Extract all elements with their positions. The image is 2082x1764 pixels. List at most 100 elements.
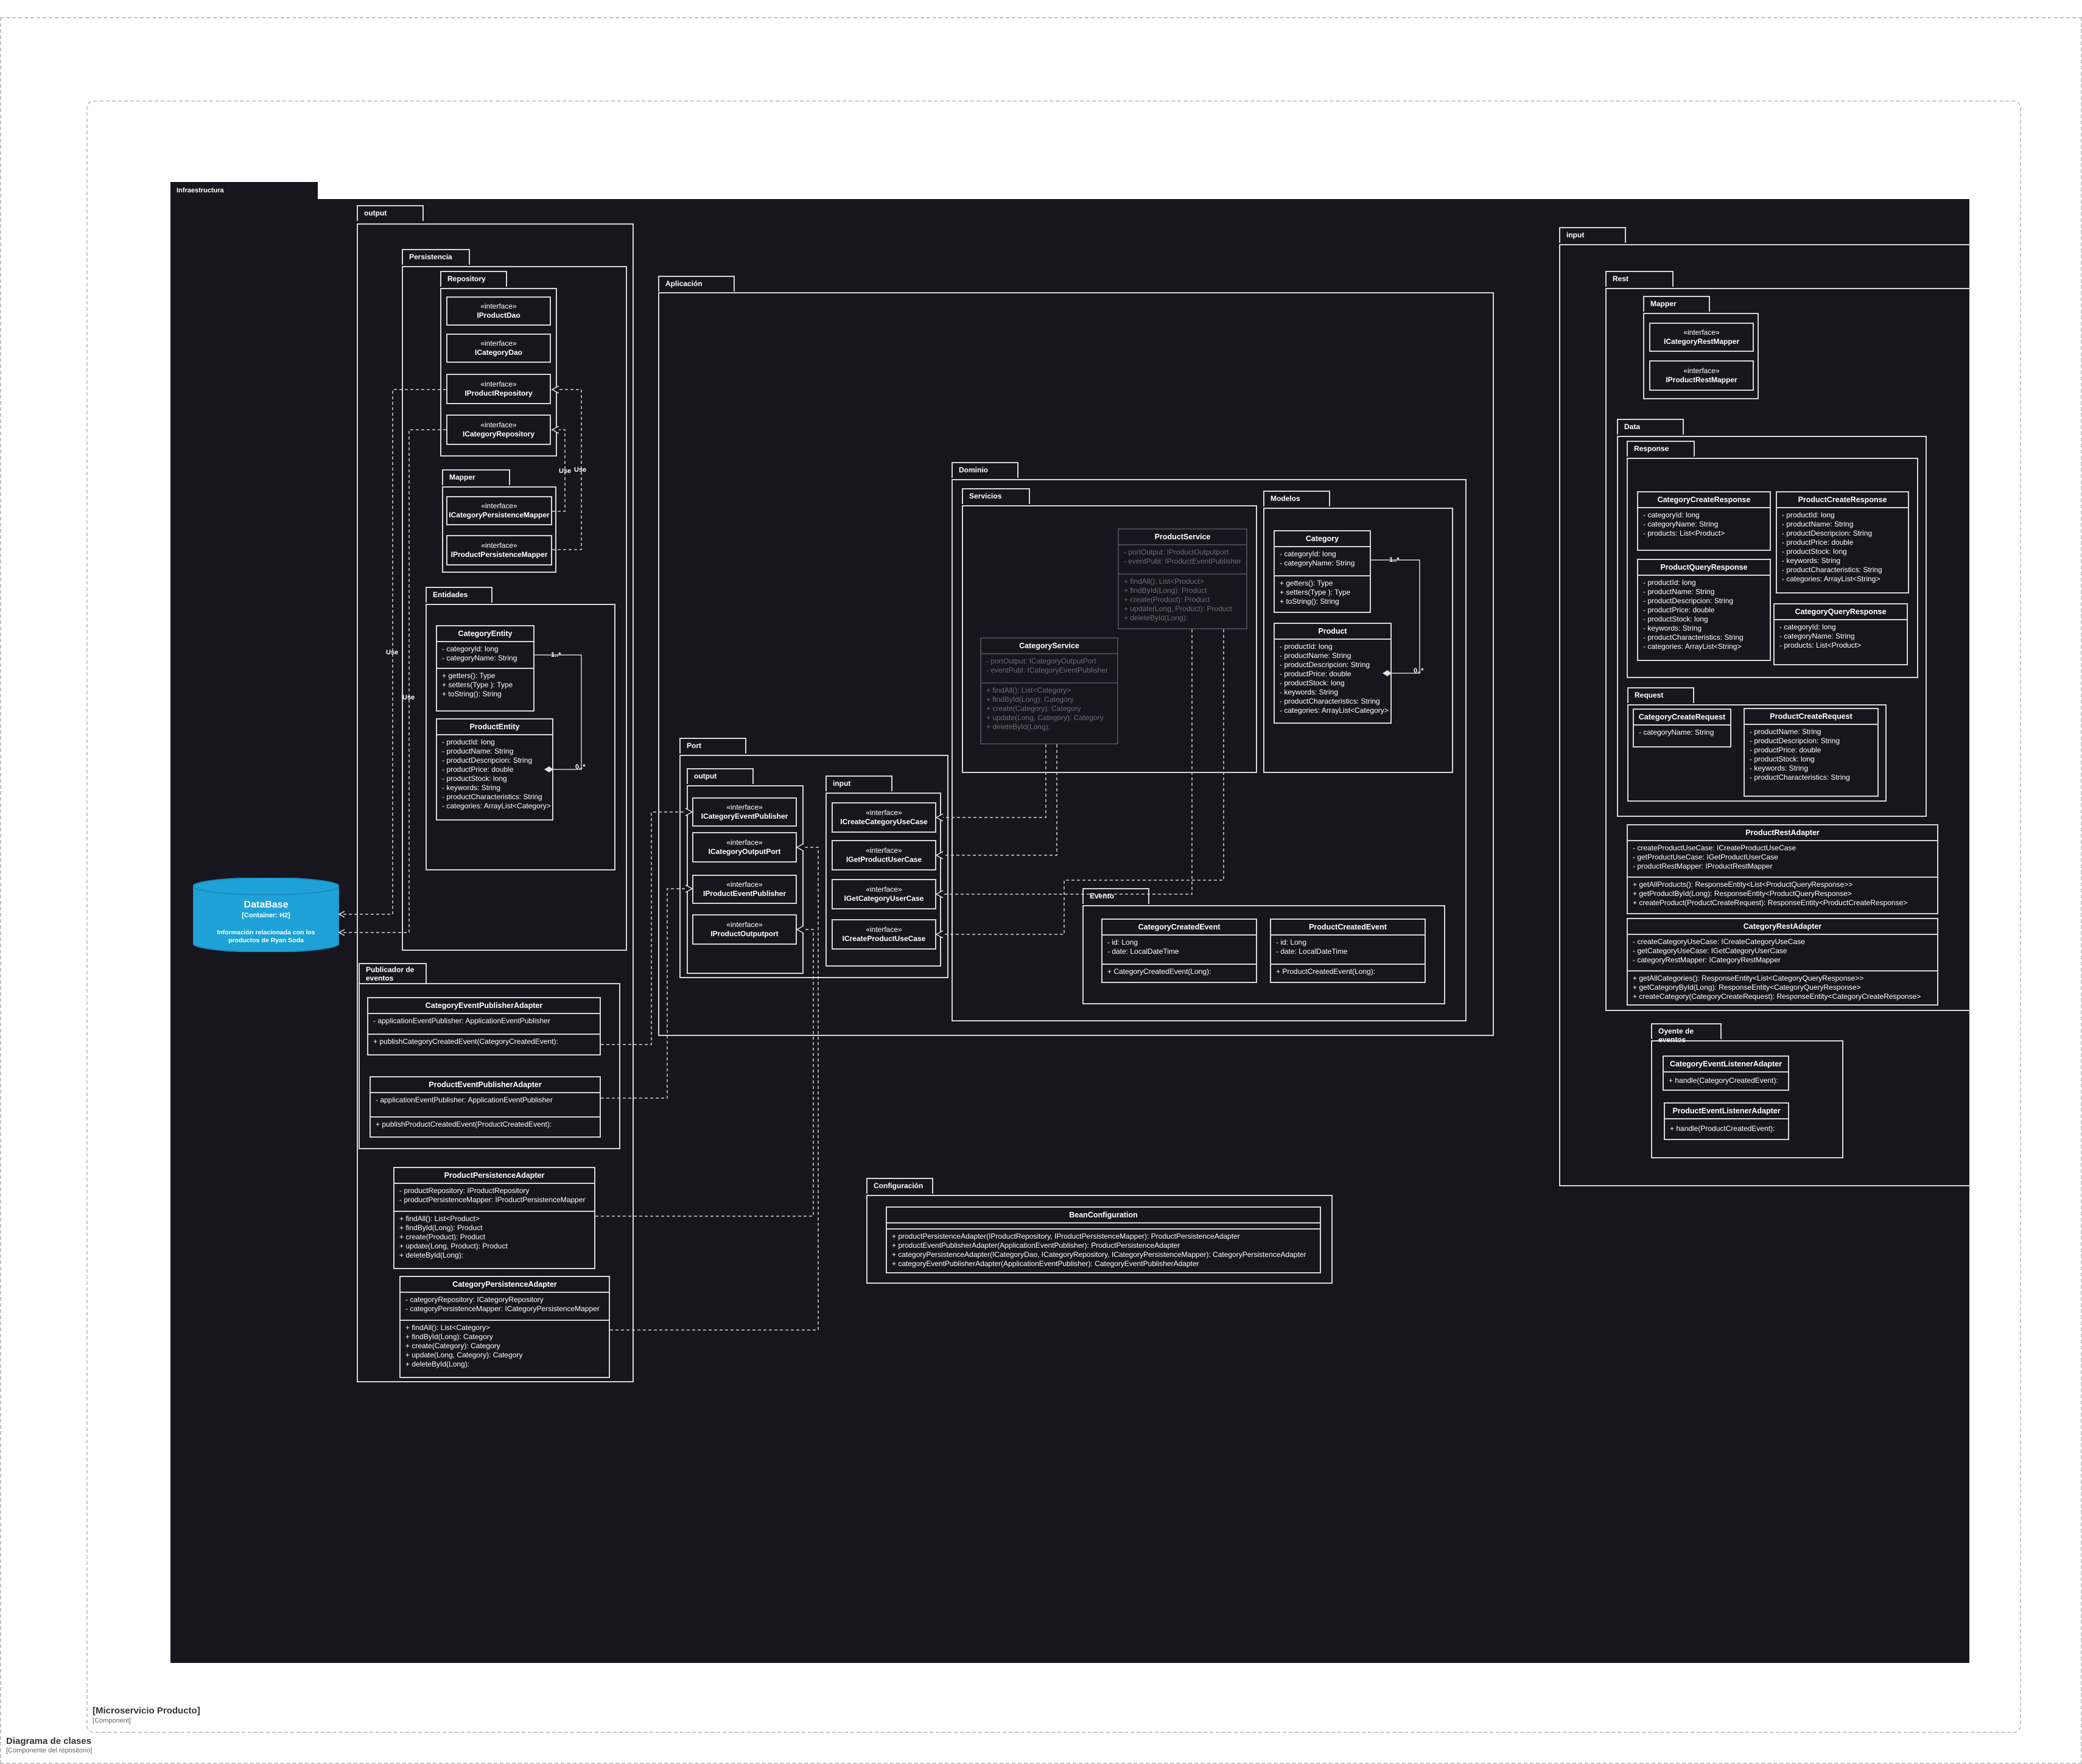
pkg-request-tab: Request	[1627, 687, 1694, 703]
product-class[interactable]: Product - productId: long - productName:…	[1274, 623, 1392, 724]
iface-name: IGetCategoryUserCase	[844, 894, 924, 903]
class-attrs: - productId: long - productName: String …	[1643, 578, 1744, 651]
pkg-entidades-tab: Entidades	[426, 587, 492, 603]
categorycreaterequest-class[interactable]: CategoryCreateRequest - categoryName: St…	[1633, 709, 1731, 747]
class-attrs: - categoryRepository: ICategoryRepositor…	[405, 1295, 600, 1313]
class-methods: + getAllProducts(): ResponseEntity<List<…	[1633, 880, 1908, 907]
pkg-oyente	[1651, 1040, 1843, 1158]
category-class[interactable]: Category - categoryId: long - categoryNa…	[1274, 530, 1371, 613]
icreatecategoryusecase-interface[interactable]: «interface»ICreateCategoryUseCase	[832, 802, 936, 833]
categorypersistenceadapter-class[interactable]: CategoryPersistenceAdapter - categoryRep…	[399, 1276, 610, 1378]
class-attrs: - categoryId: long - categoryName: Strin…	[442, 645, 517, 662]
class-name: CategoryQueryResponse	[1795, 607, 1887, 616]
edge-prodpersadapter-outport	[595, 925, 814, 1217]
iface-name: ICategoryDao	[474, 348, 523, 357]
class-name: CategoryRestAdapter	[1743, 922, 1822, 931]
pkg-servicios-tab: Servicios	[962, 488, 1030, 504]
iface-name: ICategoryRestMapper	[1663, 337, 1740, 346]
class-name: CategoryCreateResponse	[1657, 495, 1751, 504]
productcreaterequest-class[interactable]: ProductCreateRequest - productName: Stri…	[1744, 708, 1879, 797]
stereotype: «interface»	[866, 885, 902, 894]
pkg-port-output	[687, 785, 804, 974]
categoryqueryresponse-class[interactable]: CategoryQueryResponse - categoryId: long…	[1773, 603, 1908, 665]
iproductrestmapper-interface[interactable]: «interface»IProductRestMapper	[1649, 360, 1754, 391]
pkg-publicador	[359, 983, 620, 1149]
infraestructura-tab: Infraestructura	[170, 182, 318, 199]
class-attrs: - categoryId: long - categoryName: Strin…	[1779, 623, 1862, 649]
pkg-output-tab: output	[357, 205, 424, 221]
categoryservice-class[interactable]: CategoryService - portOutput: ICategoryO…	[980, 637, 1118, 744]
productpersistenceadapter-class[interactable]: ProductPersistenceAdapter - productRepos…	[393, 1167, 595, 1269]
pkg-dominio-tab: Dominio	[952, 462, 1018, 478]
class-attrs: - id: Long - date: LocalDateTime	[1107, 938, 1179, 956]
database-container[interactable]: DataBase [Container: H2] Información rel…	[192, 877, 340, 953]
pkg-data-tab: Data	[1617, 419, 1684, 435]
class-methods: + getters(): Type + setters(Type ): Type…	[442, 671, 513, 698]
producteventpublisheradapter-class[interactable]: ProductEventPublisherAdapter - applicati…	[370, 1076, 601, 1138]
pkg-servicios	[962, 505, 1257, 773]
categoryrestadapter-class[interactable]: CategoryRestAdapter - createCategoryUseC…	[1627, 918, 1938, 1006]
iface-name: IProductEventPublisher	[703, 889, 787, 898]
class-name: ProductService	[1154, 533, 1211, 541]
pkg-output	[357, 223, 634, 1382]
pkg-input-tab: input	[1559, 227, 1626, 243]
producteventlisteneradapter-class[interactable]: ProductEventListenerAdapter + handle(Pro…	[1664, 1102, 1789, 1140]
productcreateresponse-class[interactable]: ProductCreateResponse - productId: long …	[1776, 491, 1909, 593]
frame-subtitle: [Componente del repositorio]	[6, 1747, 93, 1754]
class-name: ProductCreateRequest	[1770, 712, 1852, 721]
class-methods: + findAll(): List<Product> + findById(Lo…	[399, 1214, 508, 1259]
iproductpersistencemapper-interface[interactable]: «interface»IProductPersistenceMapper	[446, 535, 552, 565]
stereotype: «interface»	[866, 846, 902, 855]
edge-catpub-port	[601, 808, 693, 1045]
productservice-class[interactable]: ProductService - portOutput: IProductOut…	[1118, 528, 1247, 629]
pkg-configuracion-tab: Configuración	[866, 1178, 933, 1194]
pkg-persistencia-tab: Persistencia	[402, 249, 470, 265]
class-attrs: - productRepository: IProductRepository …	[399, 1186, 586, 1204]
icategorydao-interface[interactable]: «interface»ICategoryDao	[446, 334, 551, 363]
database-tech: [Container: H2]	[242, 912, 290, 919]
iface-name: ICreateCategoryUseCase	[840, 817, 928, 826]
productcreatedevent-class[interactable]: ProductCreatedEvent - id: Long - date: L…	[1270, 919, 1426, 983]
iproductrepository-interface[interactable]: «interface»IProductRepository	[446, 374, 551, 404]
edge-catmapper-catrepo	[551, 425, 566, 512]
pkg-port-input-tab: input	[825, 775, 892, 791]
class-methods: + handle(CategoryCreatedEvent):	[1669, 1076, 1778, 1085]
class-methods: + handle(ProductCreatedEvent):	[1670, 1124, 1775, 1133]
container-title: [Microservicio Producto]	[93, 1706, 200, 1716]
pkg-aplicacion-tab: Aplicación	[658, 276, 735, 292]
beanconfiguration-class[interactable]: BeanConfiguration + productPersistenceAd…	[886, 1206, 1321, 1273]
stereotype: «interface»	[726, 803, 763, 811]
categorycreateresponse-class[interactable]: CategoryCreateResponse - categoryId: lon…	[1637, 491, 1771, 551]
class-methods: + findAll(): List<Product> + findById(Lo…	[1124, 577, 1232, 622]
iface-name: ICategoryEventPublisher	[701, 812, 788, 821]
pkg-evento	[1082, 905, 1445, 1004]
edge-prodpub-port	[601, 884, 693, 1099]
class-attrs: - createProductUseCase: ICreateProductUs…	[1633, 844, 1796, 870]
icategoryrepository-interface[interactable]: «interface»ICategoryRepository	[446, 415, 551, 445]
edge-prodmapper-prodrepo	[551, 385, 582, 550]
edge-categoryentity-productentity	[535, 654, 582, 772]
pkg-data	[1617, 436, 1927, 817]
categorycreatedevent-class[interactable]: CategoryCreatedEvent - id: Long - date: …	[1101, 919, 1257, 983]
productrestadapter-class[interactable]: ProductRestAdapter - createProductUseCas…	[1627, 824, 1938, 914]
pkg-mapper-pers	[442, 486, 556, 573]
icategoryeventpublisher-interface[interactable]: «interface»ICategoryEventPublisher	[692, 797, 797, 827]
categoryeventlisteneradapter-class[interactable]: CategoryEventListenerAdapter + handle(Ca…	[1663, 1055, 1789, 1091]
class-name: ProductQueryResponse	[1660, 563, 1748, 572]
pkg-response-tab: Response	[1627, 441, 1695, 457]
class-attrs: - productId: long - productName: String …	[1782, 511, 1882, 583]
stereotype: «interface»	[866, 925, 902, 934]
iface-name: IProductOutputport	[710, 929, 779, 938]
icategoryrestmapper-interface[interactable]: «interface»ICategoryRestMapper	[1649, 323, 1754, 352]
pkg-modelos-tab: Modelos	[1263, 491, 1330, 506]
class-name: ProductCreatedEvent	[1309, 923, 1387, 931]
categoryeventpublisheradapter-class[interactable]: CategoryEventPublisherAdapter - applicat…	[367, 997, 601, 1055]
icategorypersistencemapper-interface[interactable]: «interface»ICategoryPersistenceMapper	[446, 496, 552, 525]
iproductdao-interface[interactable]: «interface»IProductDao	[446, 296, 551, 326]
class-attrs: - productName: String - productDescripci…	[1750, 727, 1850, 782]
pkg-persistencia	[402, 266, 627, 951]
categoryentity-class[interactable]: CategoryEntity - categoryId: long - cate…	[436, 625, 535, 712]
icreateproductusecase-interface[interactable]: «interface»ICreateProductUseCase	[832, 919, 936, 950]
productqueryresponse-class[interactable]: ProductQueryResponse - productId: long -…	[1637, 559, 1771, 661]
pkg-repository	[440, 288, 557, 457]
